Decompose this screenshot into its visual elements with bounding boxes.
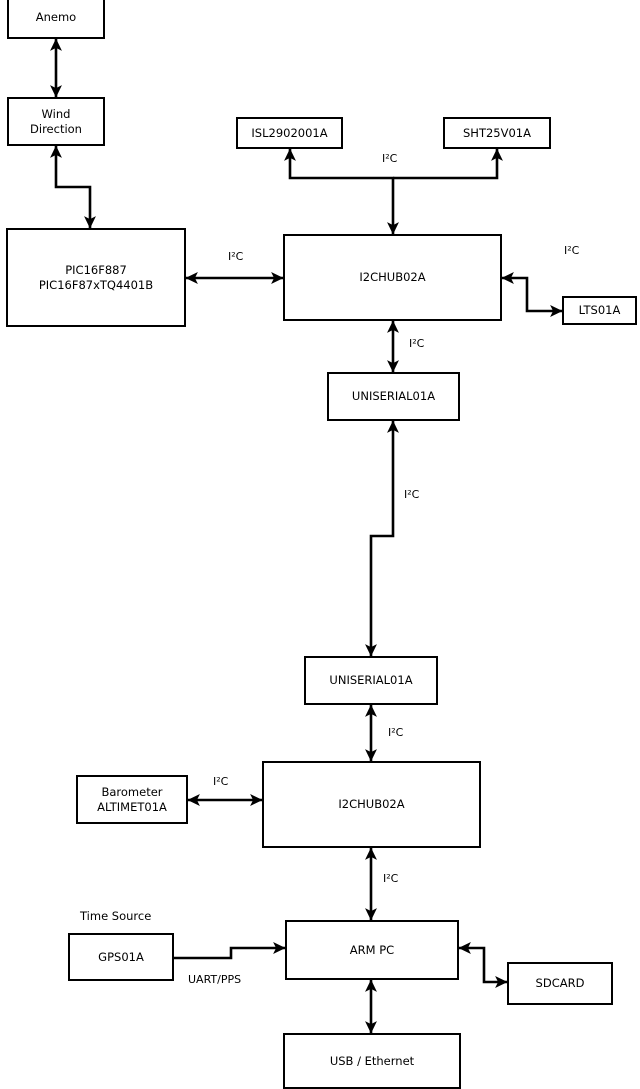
block-label-isl: ISL2902001A (251, 125, 328, 140)
connector-gps-arm (174, 942, 286, 960)
block-label-hub_bot: I2CHUB02A (338, 797, 405, 812)
block-gps[interactable]: GPS01A (68, 933, 174, 981)
block-label-gps: GPS01A (98, 949, 144, 964)
block-label-hub_top: I2CHUB02A (359, 270, 426, 285)
block-pic[interactable]: PIC16F887 PIC16F87xTQ4401B (6, 228, 186, 327)
edge-label-lbl-pic-hub: I²C (228, 250, 244, 263)
block-anemo[interactable]: Anemo (7, 0, 105, 39)
connector-hub-branch2 (393, 148, 503, 180)
edge-label-lbl-hub2-arm: I²C (383, 872, 399, 885)
block-wind[interactable]: Wind Direction (7, 97, 105, 146)
block-uniserial_dn[interactable]: UNISERIAL01A (304, 656, 438, 705)
edge-label-lbl-gps-arm: UART/PPS (188, 973, 242, 986)
block-label-armpc: ARM PC (349, 942, 395, 957)
block-armpc[interactable]: ARM PC (285, 920, 459, 980)
annotation-time-source: Time Source (80, 909, 152, 923)
connector-hub-lts (501, 272, 563, 317)
block-label-pic: PIC16F887 PIC16F87xTQ4401B (38, 262, 154, 292)
block-label-uniserial_dn: UNISERIAL01A (329, 673, 413, 688)
block-barometer[interactable]: Barometer ALTIMET01A (76, 775, 188, 824)
edge-label-lbl-hub-sensors: I²C (382, 152, 398, 165)
block-lts[interactable]: LTS01A (562, 296, 637, 325)
block-label-anemo: Anemo (35, 10, 77, 25)
block-label-sdcard: SDCARD (535, 976, 585, 991)
block-label-barometer: Barometer ALTIMET01A (97, 784, 167, 814)
block-label-lts: LTS01A (578, 303, 621, 318)
block-label-wind: Wind Direction (30, 106, 82, 136)
block-sht[interactable]: SHT25V01A (443, 117, 551, 149)
block-sdcard[interactable]: SDCARD (507, 962, 613, 1005)
block-hub_top[interactable]: I2CHUB02A (283, 234, 502, 321)
edge-label-lbl-uni-uni: I²C (404, 488, 420, 501)
block-label-usbeth: USB / Ethernet (329, 1053, 415, 1068)
block-usbeth[interactable]: USB / Ethernet (283, 1033, 461, 1089)
connector-arm-sdcard (458, 942, 508, 988)
block-label-sht: SHT25V01A (463, 125, 531, 140)
connector-hub-branch (284, 148, 399, 235)
connector-uni-uni (365, 420, 399, 657)
block-label-uniserial_up: UNISERIAL01A (351, 389, 436, 404)
block-uniserial_up[interactable]: UNISERIAL01A (327, 372, 460, 421)
edge-label-lbl-uni-hub2: I²C (388, 726, 404, 739)
edge-label-lbl-hub-lts: I²C (564, 244, 580, 257)
edge-label-lbl-baro-hub2: I²C (213, 775, 229, 788)
block-hub_bot[interactable]: I2CHUB02A (262, 761, 481, 848)
block-isl[interactable]: ISL2902001A (236, 117, 343, 149)
edge-label-lbl-hub-uniserial: I²C (409, 337, 425, 350)
connector-wind-pic (50, 145, 96, 229)
